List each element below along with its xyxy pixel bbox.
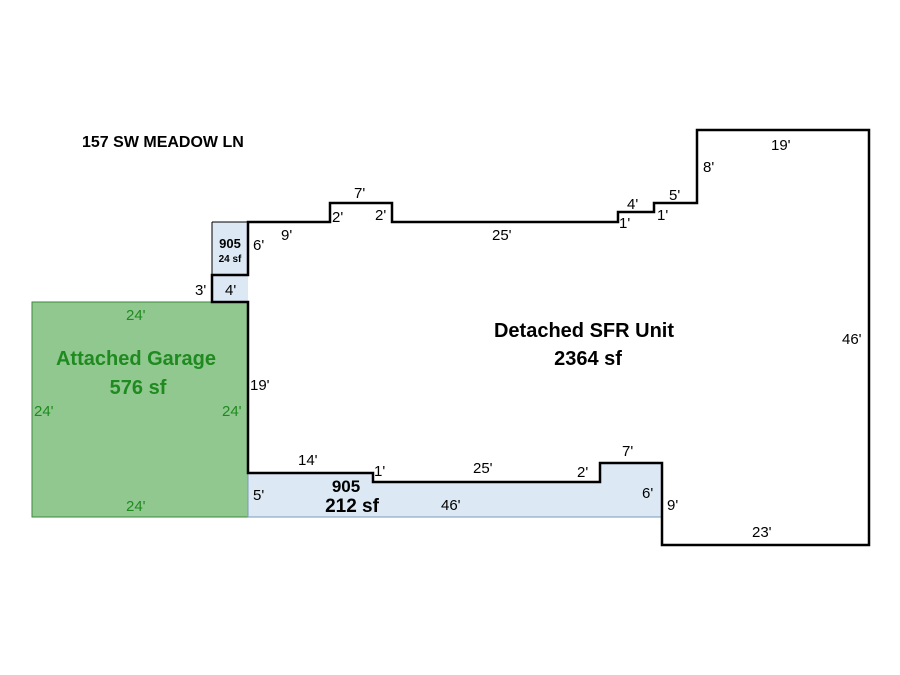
small-addition-area: [212, 222, 248, 302]
dim-bump-2a: 2': [332, 209, 343, 226]
garage-area-value: 576 sf: [110, 377, 167, 399]
main-area-name: Detached SFR Unit: [494, 320, 674, 342]
dim-step-1a: 1': [619, 215, 630, 232]
small-addition-area-value: 24 sf: [219, 254, 242, 265]
front-addition-area-value: 212 sf: [325, 496, 380, 517]
dim-front-6: 6': [642, 485, 653, 502]
dim-garage-top: 24': [126, 307, 146, 324]
dim-top-25: 25': [492, 227, 512, 244]
main-area-value: 2364 sf: [554, 348, 622, 370]
dim-upper-step: 8': [703, 159, 714, 176]
address-title: 157 SW MEADOW LN: [82, 134, 244, 151]
garage-area: [31, 301, 249, 518]
dim-bottom-14: 14': [298, 452, 318, 469]
garage-name: Attached Garage: [56, 348, 216, 370]
dim-top-9: 9': [281, 227, 292, 244]
dim-bottom-25: 25': [473, 460, 493, 477]
dim-small-3: 3': [195, 282, 206, 299]
dim-small-4: 4': [225, 282, 236, 299]
dim-bottom-23: 23': [752, 524, 772, 541]
dim-step-5: 5': [669, 187, 680, 204]
dim-main-left-19: 19': [250, 377, 270, 394]
dim-front-5: 5': [253, 487, 264, 504]
dim-small-6: 6': [253, 237, 264, 254]
small-addition-code: 905: [219, 236, 241, 251]
dim-main-top-right: 19': [771, 137, 791, 154]
dim-bottom-1: 1': [374, 463, 385, 480]
main-house-outline: [210, 128, 871, 547]
dim-bump-2b: 2': [375, 207, 386, 224]
dim-garage-bottom: 24': [126, 498, 146, 515]
dim-garage-left: 24': [34, 403, 54, 420]
front-addition-code: 905: [332, 477, 360, 496]
dim-bump-7: 7': [354, 185, 365, 202]
dim-front-46: 46': [441, 497, 461, 514]
dim-bottom-7: 7': [622, 443, 633, 460]
dim-bottom-9: 9': [667, 497, 678, 514]
dim-step-1b: 1': [657, 207, 668, 224]
dim-step-4: 4': [627, 196, 638, 213]
dim-main-right: 46': [842, 331, 862, 348]
dim-bottom-2: 2': [577, 464, 588, 481]
dim-garage-right: 24': [222, 403, 242, 420]
